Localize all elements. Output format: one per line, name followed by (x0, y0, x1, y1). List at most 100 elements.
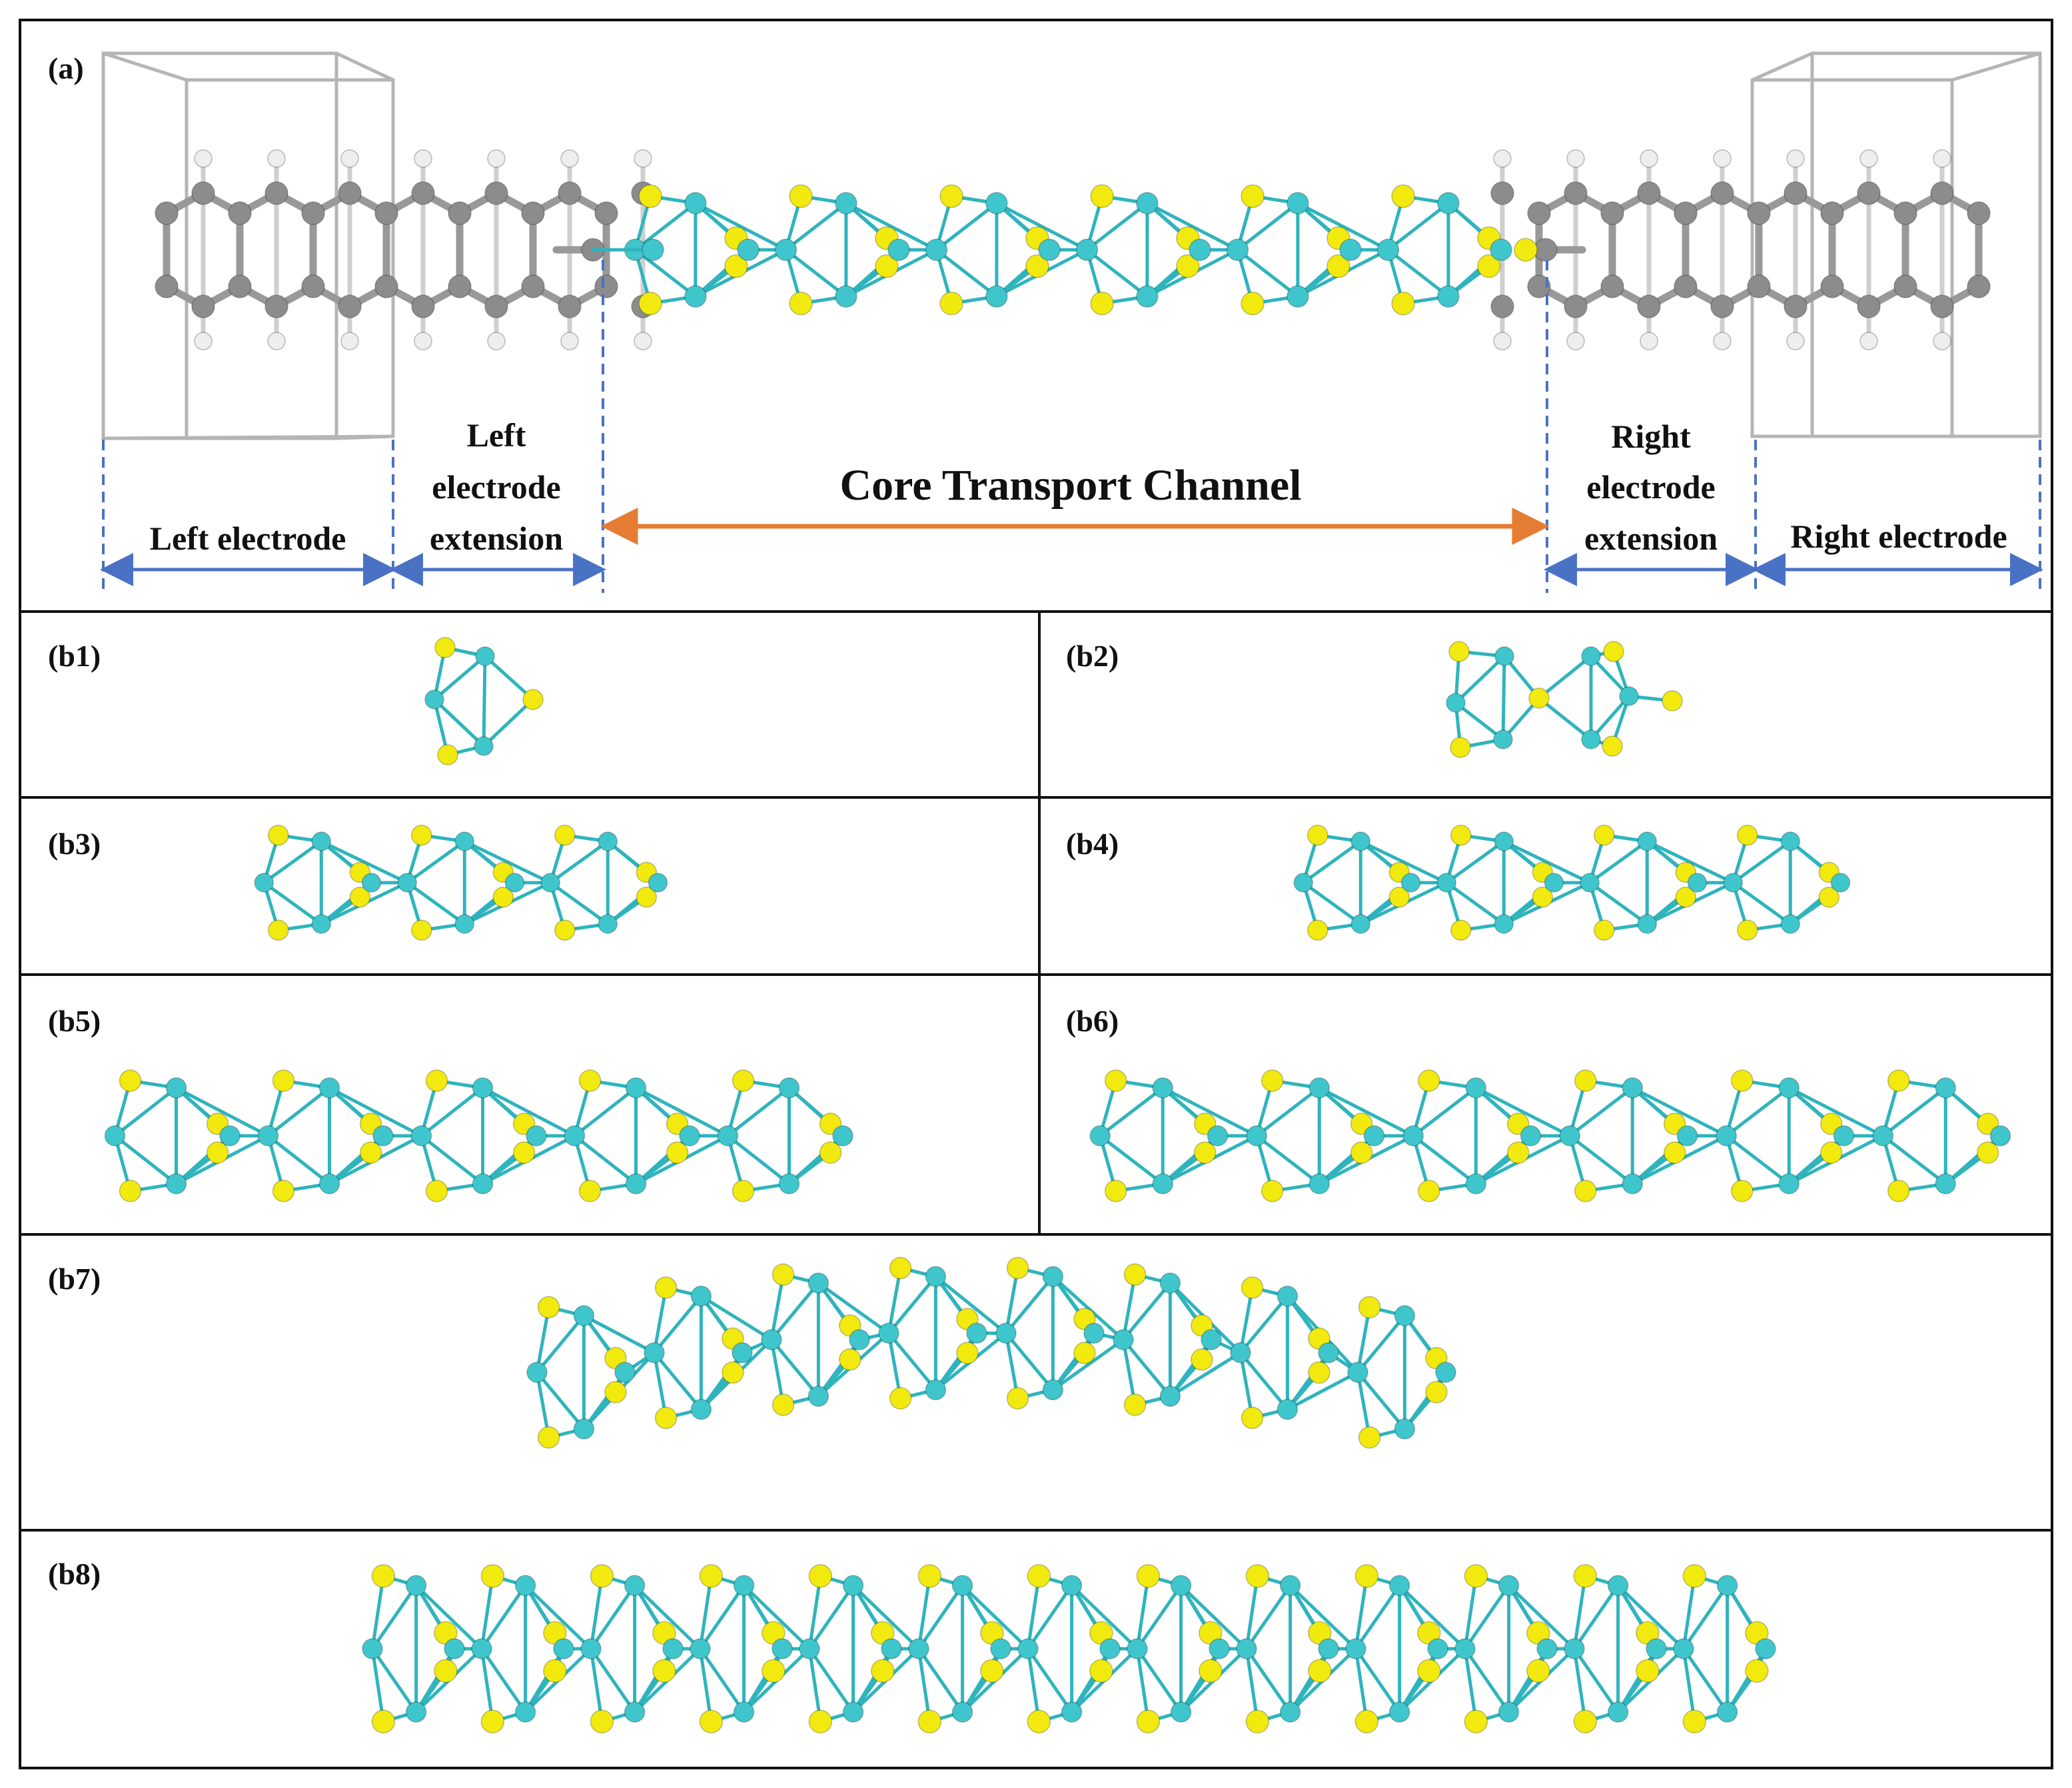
bond (420, 1086, 484, 1138)
sulfur-atom (590, 1709, 614, 1733)
metal-atom (1494, 914, 1514, 934)
bond (1354, 1647, 1402, 1714)
metal-atom (625, 1173, 647, 1194)
sulfur-atom (1682, 1564, 1707, 1588)
sulfur-atom (1027, 1564, 1051, 1588)
metal-atom (684, 192, 707, 215)
metal-atom (526, 1362, 548, 1383)
sulfur-atom (1737, 919, 1758, 941)
sulfur-atom (871, 1659, 895, 1683)
sulfur-atom (1307, 824, 1328, 846)
sulfur-atom (638, 184, 662, 209)
metal-atom (1061, 1701, 1083, 1723)
metal-atom (1136, 285, 1159, 308)
bond (1239, 1351, 1289, 1412)
sulfur-atom (638, 291, 662, 316)
bond (535, 1314, 586, 1374)
hydrogen-atom (1786, 332, 1805, 350)
metal-atom (887, 238, 910, 261)
sulfur-atom (917, 1709, 942, 1733)
metal-atom (1427, 1638, 1448, 1659)
sulfur-atom (762, 1659, 785, 1683)
metal-atom (778, 1173, 800, 1194)
panel-label-b6: (b6) (1066, 1004, 1119, 1038)
carbon-atom (1967, 274, 1991, 298)
metal-atom (472, 1077, 494, 1099)
bond (1463, 1583, 1511, 1651)
hydrogen-atom (1713, 332, 1732, 350)
sulfur-atom (272, 1180, 295, 1202)
metal-atom (598, 914, 618, 934)
sulfur-atom (1450, 737, 1471, 758)
bond (480, 1574, 494, 1651)
metal-atom (504, 873, 525, 893)
bond (1085, 201, 1149, 252)
bond (1386, 248, 1450, 298)
hydrogen-atom (414, 332, 432, 350)
bond (1301, 839, 1362, 885)
sulfur-atom (1027, 1709, 1051, 1733)
sulfur-atom (1528, 687, 1550, 709)
metal-atom (1170, 1575, 1192, 1596)
panel-labels: (b1) (b2) (b3) (b4) (b5) (b6) (b7) (b8) (48, 639, 1119, 1591)
carbon-atom (448, 274, 472, 298)
carbon-atom (594, 201, 618, 225)
metal-atom (514, 1575, 536, 1596)
sulfur-atom (980, 1659, 1004, 1683)
bond (1444, 881, 1506, 926)
carbon-atom (1490, 294, 1514, 318)
sulfur-atom (522, 689, 544, 710)
bond (1354, 1574, 1368, 1651)
metal-atom (1494, 646, 1514, 666)
sulfur-atom (425, 1180, 448, 1202)
sulfur-atom (917, 1564, 942, 1588)
carbon-atom (155, 274, 179, 298)
sulfur-atom (1307, 919, 1328, 941)
carbon-atom (411, 294, 435, 318)
bond (1881, 1134, 1947, 1186)
bond (1724, 1086, 1791, 1138)
metal-atom (1246, 1125, 1267, 1146)
metal-atom (311, 914, 331, 934)
bond (1358, 839, 1448, 885)
bond (652, 1294, 703, 1355)
carbon-atom (191, 294, 215, 318)
bond (1236, 248, 1300, 298)
bond (370, 1647, 418, 1714)
sulfur-atom (1682, 1709, 1707, 1733)
sulfur-atom (1636, 1659, 1660, 1683)
metal-atom (1607, 1575, 1629, 1596)
metal-atom (1279, 1701, 1301, 1723)
metal-atom (1454, 1638, 1476, 1659)
metal-atom (881, 1638, 902, 1659)
metal-atom (580, 1638, 602, 1659)
sulfur-atom (434, 1659, 458, 1683)
sulfur-atom (425, 1069, 448, 1092)
carbon-atom (1710, 294, 1734, 318)
sulfur-atom (722, 1361, 744, 1384)
sulfur-atom (1594, 919, 1615, 941)
left-extension-label-3: extension (430, 520, 563, 557)
sulfur-atom (1006, 1256, 1029, 1280)
metal-atom (642, 238, 664, 261)
metal-atom (165, 1173, 187, 1194)
carbon-atom (264, 294, 288, 318)
carbon-atom (1893, 201, 1917, 225)
metal-atom (1308, 1173, 1330, 1194)
metal-atom (454, 831, 474, 851)
metal-atom (1038, 238, 1061, 261)
sulfur-atom (1731, 1180, 1754, 1202)
bond (1285, 1370, 1360, 1412)
hydrogen-atom (1493, 332, 1512, 350)
sulfur-atom (1191, 1348, 1213, 1371)
metal-atom (925, 238, 948, 261)
sulfur-atom (1464, 1709, 1488, 1733)
metal-atom (372, 1125, 394, 1146)
metal-atom (311, 831, 331, 851)
panel-label-b5: (b5) (48, 1004, 101, 1038)
metal-atom (1490, 238, 1512, 261)
sulfur-atom (939, 184, 963, 209)
metal-atom (1400, 873, 1421, 893)
sulfur-atom (1350, 1141, 1373, 1164)
sulfur-atom (1573, 1709, 1598, 1733)
